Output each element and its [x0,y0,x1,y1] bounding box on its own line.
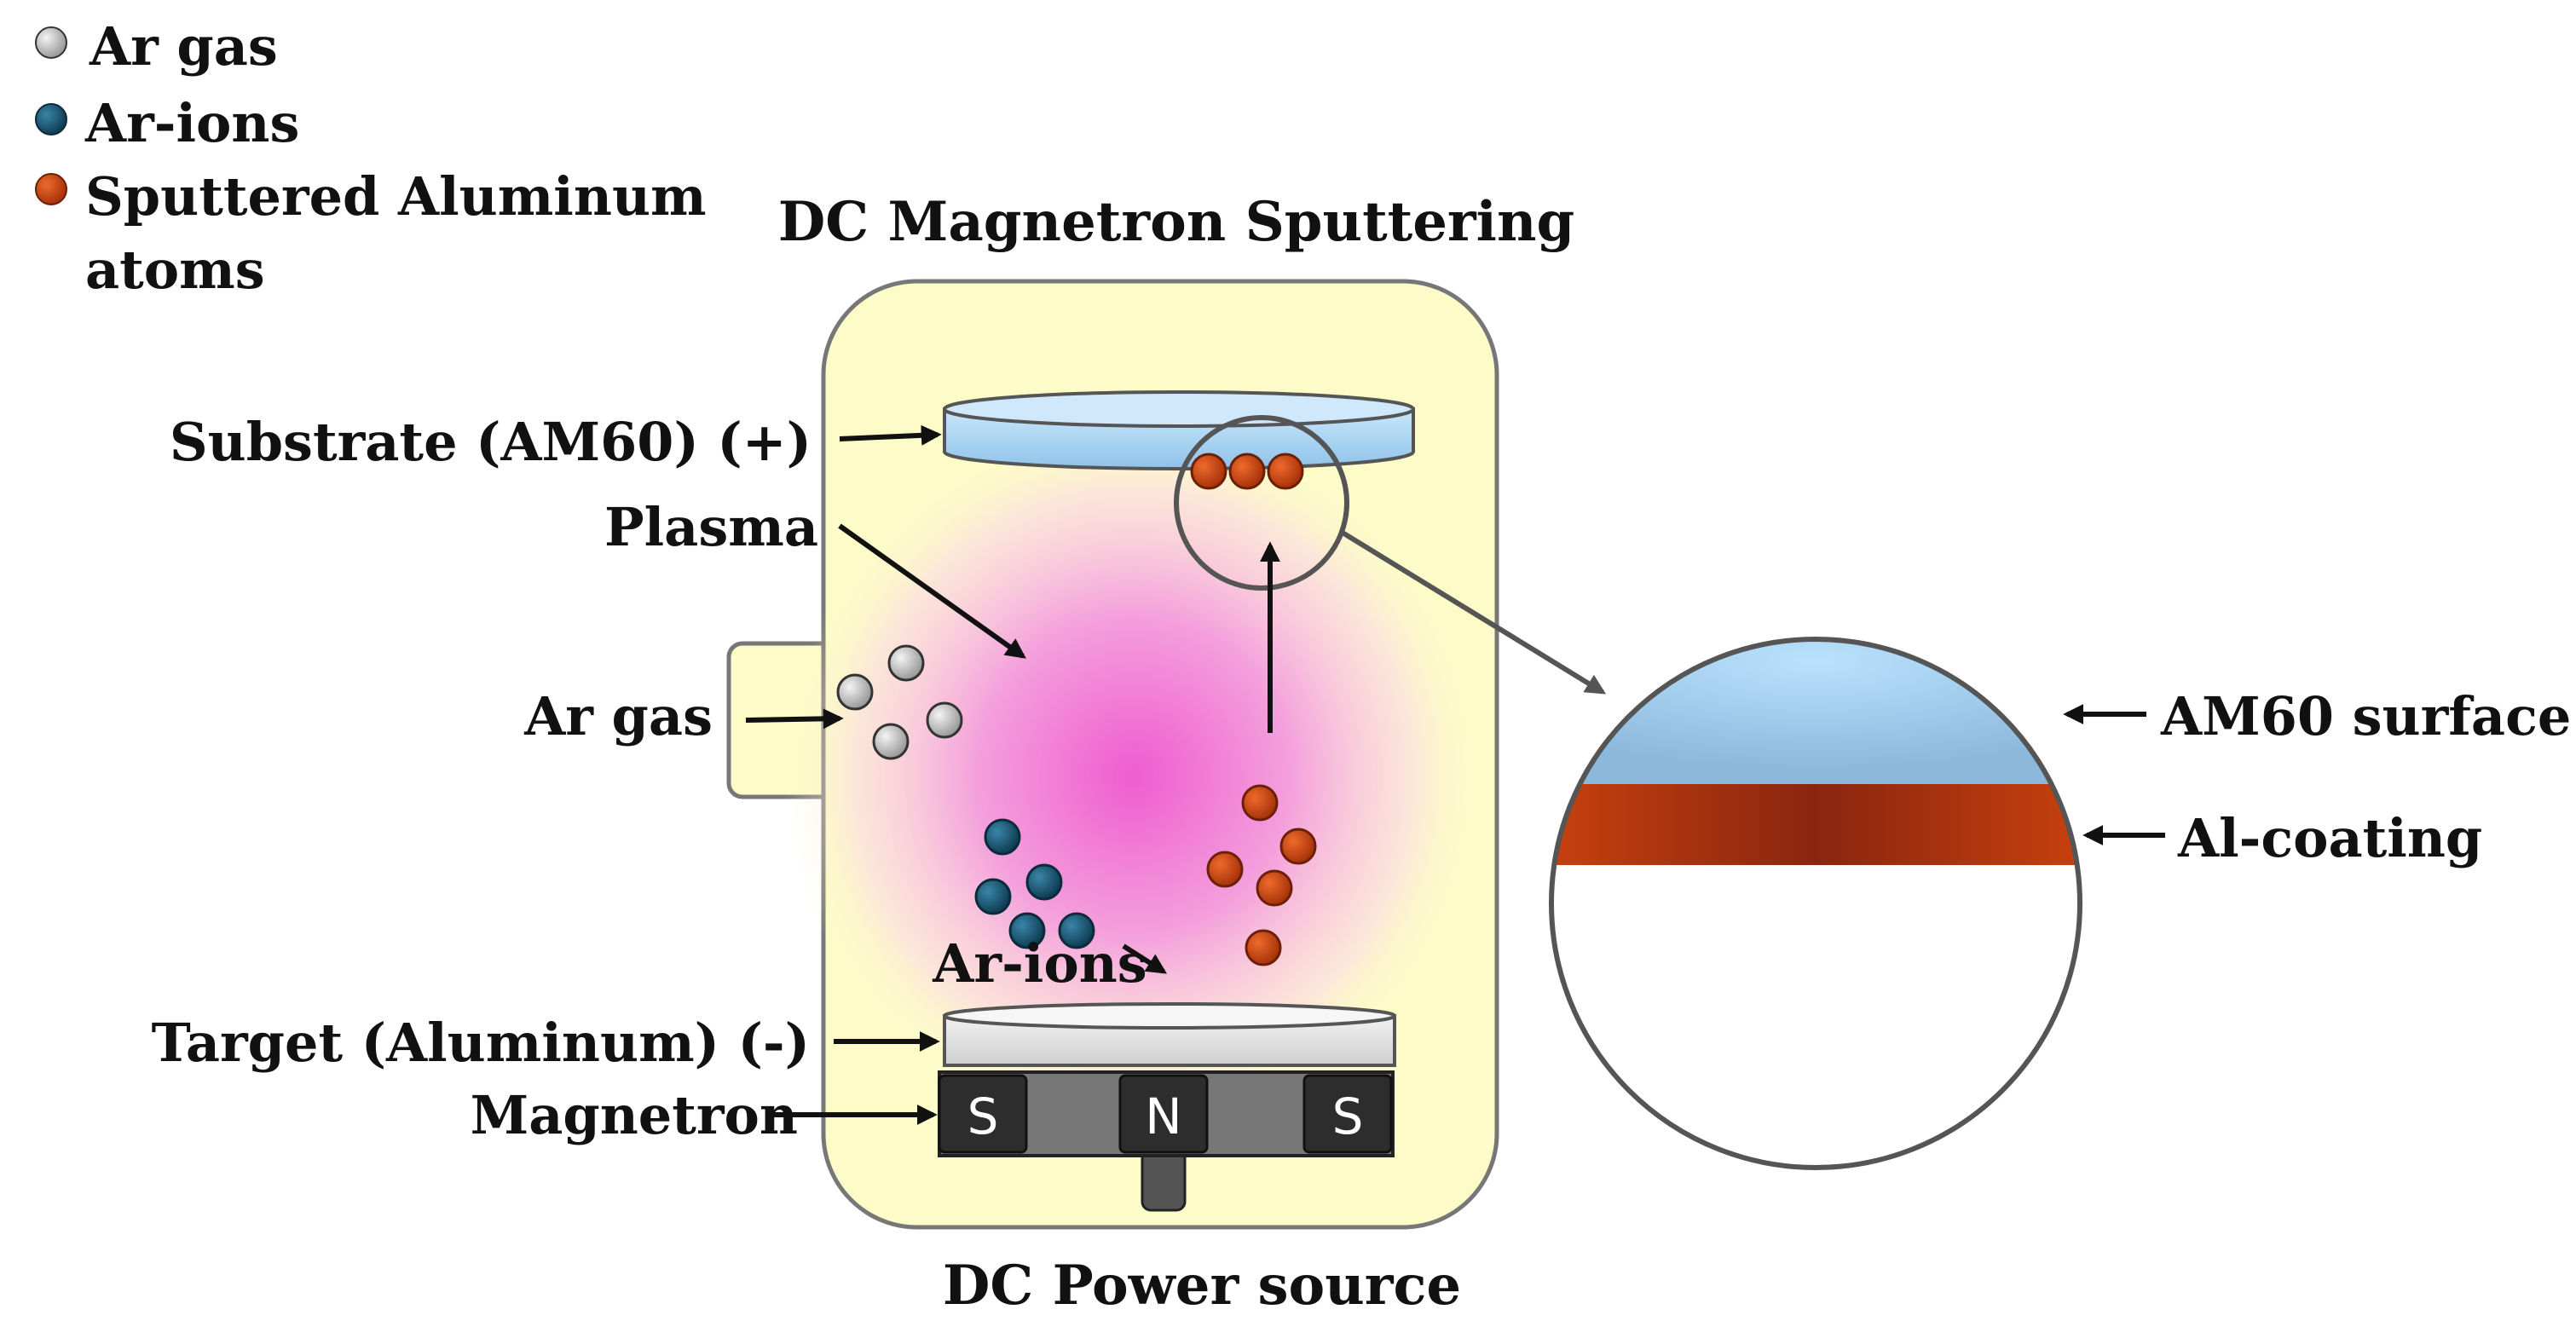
zoom-cross-section [1549,637,2082,1170]
ar-ions-label: Ar-ions [932,932,1146,995]
am60-surface-layer [1551,639,2080,784]
substrate-label: Substrate (AM60) (+) [170,411,811,473]
legend-sputtered-al-label: Sputtered Aluminum [85,165,707,228]
legend-sputtered-al-marker [35,173,67,205]
zoom-circle [1549,637,2082,1170]
magnet-pole-center [1118,1074,1209,1154]
ar-gas-arrow [745,708,844,730]
legend-ar-gas-marker [35,26,67,59]
ar-gas-atoms [836,644,963,760]
zoom-connector-arrow [1341,530,1607,695]
target-label: Target (Aluminum) (-) [152,1012,810,1074]
al-coating-layer [1551,784,2080,865]
plasma-arrow [838,523,1026,659]
al-coating-label: Al-coating [2177,807,2482,869]
legend: Ar gas Ar-ions Sputtered Aluminum atoms [35,15,707,301]
magnet-pole-right [1302,1074,1393,1154]
plasma-label: Plasma [604,496,818,558]
diagram-title: DC Magnetron Sputtering [778,190,1574,254]
magnet-pole-left [938,1074,1028,1154]
legend-ar-gas-label: Ar gas [89,15,278,78]
legend-ar-ions-marker [35,103,67,136]
plasma-glow [784,418,1483,1134]
magnet-pole-left-label: S [967,1087,999,1145]
substrate [943,390,1415,470]
legend-ar-ions-label: Ar-ions [84,92,299,154]
magnetron-label: Magnetron [471,1084,798,1146]
power-source-label: DC Power source [943,1254,1461,1318]
deposited-atoms [1190,453,1304,490]
ar-ion-particles [974,818,1095,949]
aluminum-target [943,1002,1396,1067]
legend-sputtered-al-label-line2: atoms [85,239,265,301]
magnet-pole-center-label: N [1145,1087,1181,1145]
am60-surface-label: AM60 surface [2160,685,2571,747]
ion-direction-arrow [1122,943,1168,974]
magnifier-circle [1174,415,1349,591]
magnet-pole-right-label: S [1332,1087,1364,1145]
ar-gas-label: Ar gas [523,685,713,747]
substrate-arrow [839,424,942,446]
magnetron: S N S [938,1070,1395,1212]
sputtered-al-particles [1206,784,1317,966]
